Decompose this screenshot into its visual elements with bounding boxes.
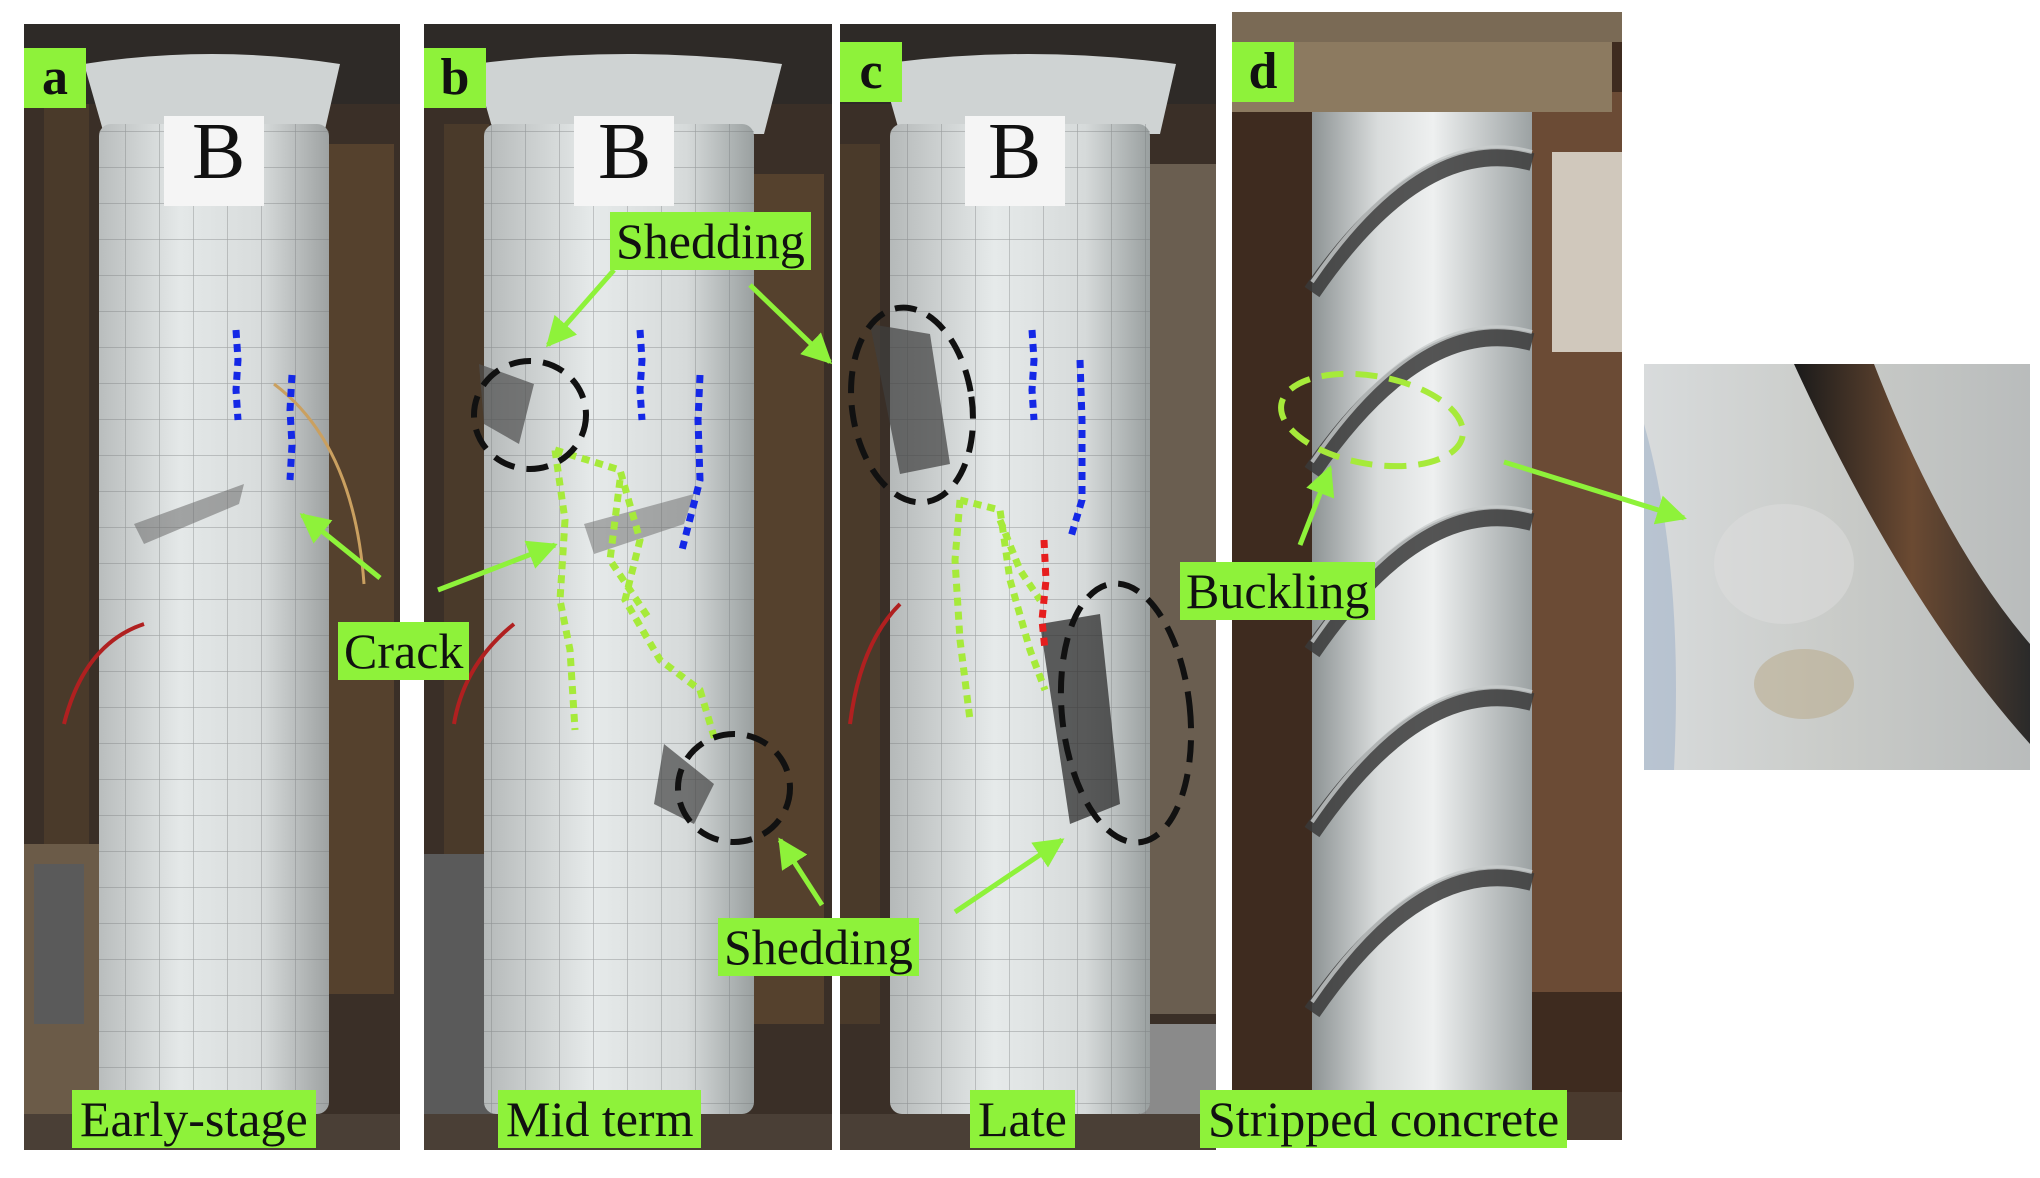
panel-letter-b: b [424, 48, 486, 108]
column-mark-b: B [598, 108, 652, 196]
buckling-detail-inset [1644, 364, 2030, 770]
caption-stripped-concrete: Stripped concrete [1200, 1090, 1568, 1148]
buckling-detail-photo [1644, 364, 2030, 770]
panel-letter-d: d [1232, 42, 1294, 102]
label-crack: Crack [338, 622, 470, 680]
column-mark-a: B [192, 108, 246, 196]
label-buckling: Buckling [1180, 562, 1376, 620]
column-mark-c: B [988, 108, 1042, 196]
panel-letter-a: a [24, 48, 86, 108]
caption-late: Late [970, 1090, 1075, 1148]
caption-mid-term: Mid term [498, 1090, 702, 1148]
panel-letter-c: c [840, 42, 902, 102]
caption-early-stage: Early-stage [72, 1090, 316, 1148]
label-shedding-top: Shedding [610, 212, 811, 270]
label-shedding-bottom: Shedding [718, 918, 919, 976]
